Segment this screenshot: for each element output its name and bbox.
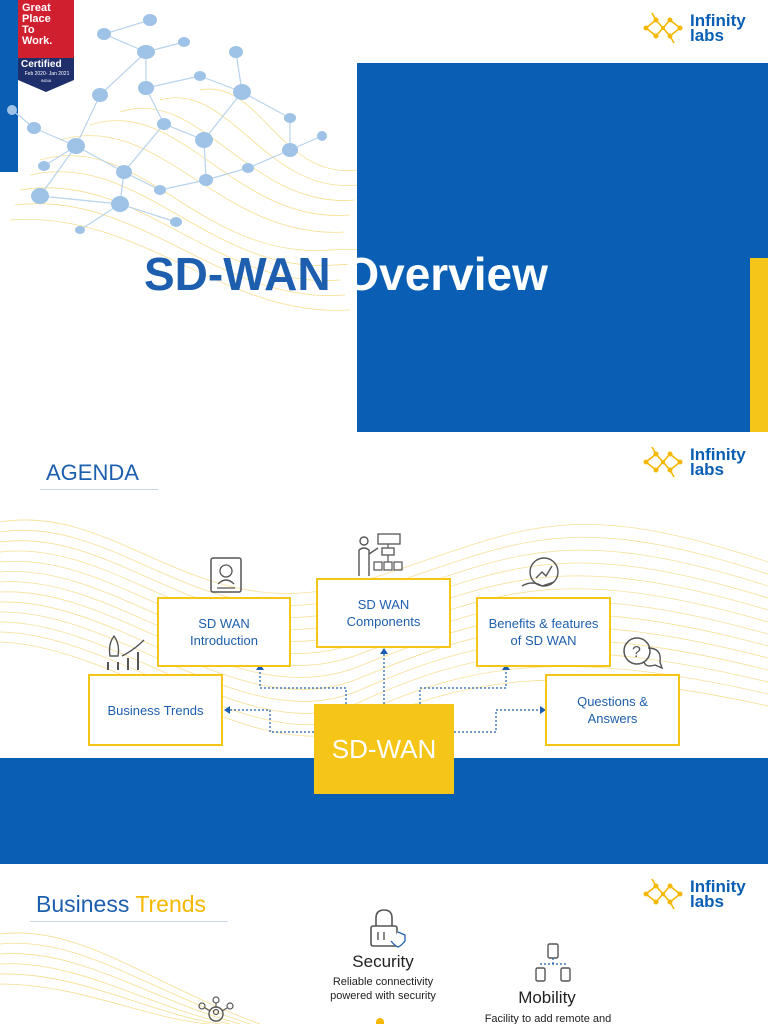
badge-dates: Feb 2020- Jan 2021 [24,71,70,77]
badge-line3: To [22,24,35,36]
agenda-item-line2: Introduction [190,633,258,648]
svg-text:?: ? [632,644,641,661]
agenda-item-line1: Business Trends [107,702,204,718]
great-place-to-work-badge: Great Place To Work. Certified Feb 2020-… [18,0,74,92]
hand-growth-icon [521,557,559,587]
agenda-item-components[interactable]: SD WAN Components [316,578,451,648]
heading-underline [40,489,158,490]
agenda-item-business-trends[interactable]: Business Trends [88,674,223,746]
right-yellow-stripe [750,258,768,432]
agenda-heading: AGENDA [46,460,139,485]
badge-line2: Place [22,13,51,25]
infinity-logo-icon [643,12,683,44]
badge-certified: Certified [21,59,62,70]
agenda-item-line1: Questions & [577,694,648,709]
badge-line1: Great [22,2,51,14]
agenda-item-questions[interactable]: Questions & Answers [545,674,680,746]
wave-lines-decoration [9,88,405,346]
presenter-flowchart-icon [358,533,403,576]
connector-arrows [224,648,546,733]
business-trends-heading: Business Trends [36,890,206,918]
agenda-item-benefits[interactable]: Benefits & features of SD WAN [476,597,611,667]
logo-line2: labs [690,460,725,479]
devices-network-icon [535,943,571,982]
agenda-item-line1: SD WAN [198,616,250,631]
mobility-title: Mobility [518,988,576,1007]
infinity-labs-logo: Infinity labs [642,876,746,912]
title-part1: SD-WAN [144,248,331,300]
sd-wan-center-box: SD-WAN [314,704,454,794]
agenda-item-line2: Answers [587,711,638,726]
agenda-item-line1: SD WAN [357,597,410,612]
logo-line1: Infinity [690,445,746,464]
agenda-item-introduction[interactable]: SD WAN Introduction [157,597,291,667]
infinity-labs-logo: Infinity labs [642,10,746,46]
mobility-line1: Facility to add remote and [484,1013,612,1024]
security-line2: powered with security [330,990,436,1002]
title-part2: Overview [343,248,548,300]
badge-shape [18,0,74,92]
agenda-slide: AGENDA Infinity labs [0,432,768,864]
security-line1: Reliable connectivity [332,976,434,988]
lock-icon [370,909,406,948]
question-bubbles-icon: ? [623,637,664,670]
logo-line1: Infinity [690,877,746,896]
badge-country: INDIA [40,78,52,83]
heading-underline [30,921,228,922]
logo-line2: labs [690,892,725,911]
rocket-chart-icon [107,634,145,670]
security-title: Security [352,952,414,971]
business-trends-slide: Business Trends Infinity labs Security R… [0,864,768,1024]
agenda-item-line2: Components [346,614,421,629]
logo-line1: Infinity [690,11,746,30]
infinity-logo-icon [643,878,683,910]
heading-part2: Trends [135,891,207,917]
infinity-logo-icon [643,446,683,478]
left-blue-stripe [0,0,18,172]
id-card-icon [210,557,242,593]
network-nodes-graphic [7,14,327,234]
badge-line4: Work. [22,35,53,47]
infinity-labs-logo: Infinity labs [642,444,746,480]
logo-line2: labs [690,26,725,45]
title-slide: Great Place To Work. Certified Feb 2020-… [0,0,768,432]
heading-part1: Business [36,891,130,917]
users-network-icon [198,996,234,1022]
timeline-dot [376,1018,384,1024]
security-description: Reliable connectivity powered with secur… [306,975,460,1003]
page-title: SD-WAN Overview [144,248,548,300]
title-blue-panel [357,63,768,432]
agenda-item-line2: of SD WAN [510,633,577,648]
agenda-item-line1: Benefits & features [488,616,599,631]
